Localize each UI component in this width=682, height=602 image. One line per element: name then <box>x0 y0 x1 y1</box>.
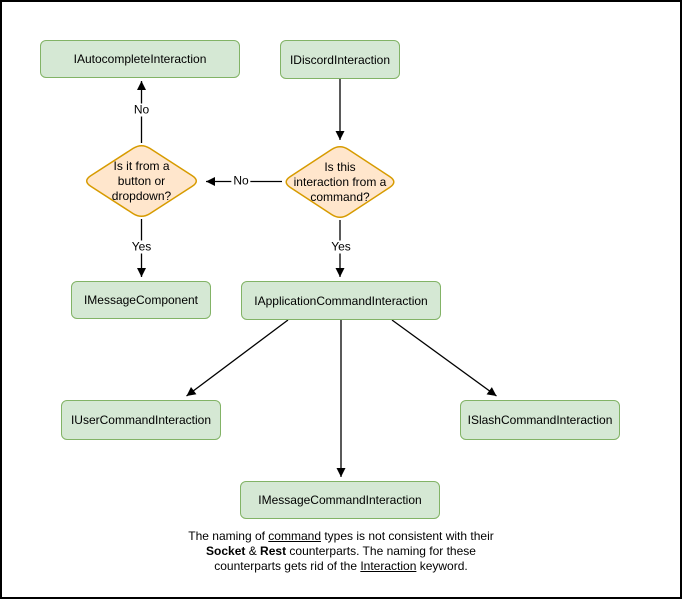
node-user-command-interaction: IUserCommandInteraction <box>61 400 221 440</box>
node-discord-interaction: IDiscordInteraction <box>280 40 400 79</box>
edge-label-no-up: No <box>131 102 152 117</box>
node-autocomplete-interaction: IAutocompleteInteraction <box>40 40 240 78</box>
node-message-command-interaction: IMessageCommandInteraction <box>240 481 440 519</box>
node-slash-command-interaction: ISlashCommandInteraction <box>460 400 620 440</box>
edge-label-yes-right: Yes <box>329 239 353 254</box>
edge-label-no-left: No <box>231 173 251 188</box>
caption-line-1: The naming of command types is not consi… <box>188 529 493 544</box>
caption-bold-socket: Socket <box>206 544 246 558</box>
caption-text: counterparts gets rid of the <box>214 559 361 573</box>
caption-underlined-command: command <box>268 529 321 543</box>
caption-text: counterparts. The naming for these <box>286 544 476 558</box>
edge-application-command-to-slash-command <box>391 319 497 397</box>
node-message-component: IMessageComponent <box>71 281 211 319</box>
caption-text: & <box>245 544 261 558</box>
caption-note: The naming of command types is not consi… <box>188 529 493 574</box>
decision-text-button-dropdown: Is it from a button or dropdown? <box>111 158 172 203</box>
caption-text: keyword. <box>416 559 468 573</box>
edge-label-yes-left: Yes <box>129 239 154 254</box>
edge-application-command-to-user-command <box>186 319 289 397</box>
caption-text: The naming of <box>188 529 269 543</box>
node-application-command-interaction: IApplicationCommandInteraction <box>241 281 441 320</box>
caption-line-2: Socket & Rest counterparts. The naming f… <box>188 544 493 559</box>
decision-text-from-command: Is this interaction from a command? <box>293 159 387 204</box>
caption-bold-rest: Rest <box>260 544 287 558</box>
caption-underlined-interaction: Interaction <box>360 559 417 573</box>
caption-line-3: counterparts gets rid of the Interaction… <box>188 559 493 574</box>
decision-diamond-from-command <box>285 146 395 218</box>
caption-text: types is not consistent with their <box>320 529 494 543</box>
decision-diamond-button-dropdown <box>85 144 198 218</box>
